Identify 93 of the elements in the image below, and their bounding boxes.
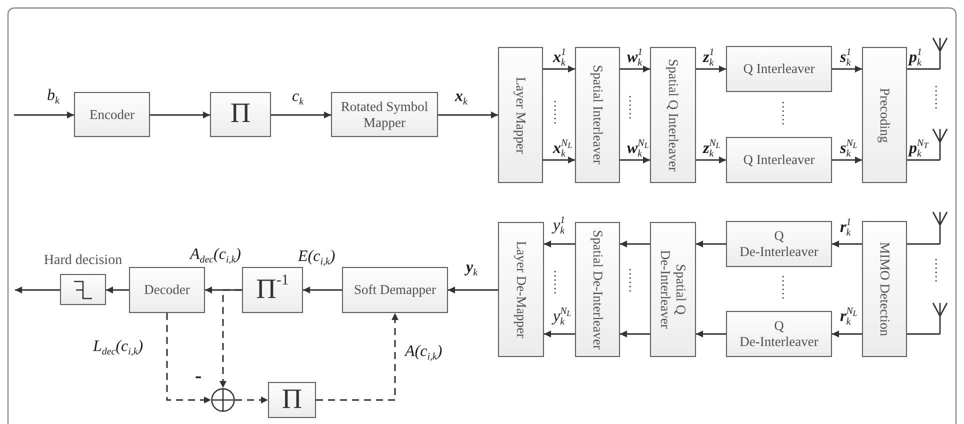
process-box (268, 382, 316, 418)
antenna-icon (932, 302, 948, 334)
minus-sign: - (195, 364, 202, 389)
signal-label: x$_{k}$ (455, 87, 468, 108)
process-box (575, 47, 620, 183)
arrow (832, 240, 862, 248)
box-label: Layer Mapper (512, 76, 528, 154)
connector-line (907, 243, 940, 245)
arrow (438, 112, 498, 118)
ellipsis-dots: ...... (780, 275, 794, 300)
antenna-icon (932, 128, 948, 160)
box-label: Q De-Interleaver (740, 228, 818, 260)
ellipsis-dots: ...... (780, 101, 794, 126)
signal-label: A(c$_{i,k}$) (405, 342, 442, 363)
connector-line (907, 159, 940, 161)
arrow (106, 286, 129, 294)
box-label: Spatial De-Interleaver (590, 230, 606, 350)
arrow (271, 112, 331, 118)
box-label: Layer De-Mapper (513, 240, 529, 338)
signal-label: E(c$_{i,k}$) (298, 247, 336, 268)
box-label: Encoder (90, 106, 134, 122)
arrow (448, 286, 498, 294)
ellipsis-dots: ...... (934, 85, 946, 110)
box-label: Π (230, 99, 251, 130)
box-label: Precoding (876, 88, 892, 142)
arrow (543, 66, 575, 72)
arrow (832, 156, 862, 164)
process-box (242, 267, 303, 313)
box-label: Π$^{-1}$ (256, 274, 289, 306)
box-label: Q Interleaver (743, 152, 815, 168)
feedback-arrow (235, 396, 268, 404)
box-label: Spatial Q Interleaver (665, 58, 681, 172)
signal-label: A$_{dec}$(c$_{i,k}$) (190, 245, 241, 266)
arrow (620, 330, 650, 338)
arrow (696, 156, 726, 164)
signal-label: L$_{dec}$(c$_{i,k}$) (93, 337, 144, 358)
process-box (575, 222, 620, 357)
box-label: Q Interleaver (743, 61, 815, 77)
signal-label: b$_{k}$ (47, 86, 60, 107)
ellipsis-dots: ...... (552, 100, 566, 126)
connector-line (907, 68, 940, 70)
feedback-arrow (316, 313, 398, 401)
box-label: Soft Demapper (354, 282, 436, 298)
feedback-arrow (166, 313, 211, 404)
antenna-icon (932, 37, 948, 69)
arrow (303, 286, 342, 294)
arrow (696, 240, 726, 248)
box-label: Π (282, 384, 302, 416)
connector-line (907, 333, 940, 335)
arrow (832, 66, 862, 72)
ellipsis-dots: ...... (628, 268, 640, 294)
feedback-arrow (220, 289, 242, 388)
arrow (620, 156, 650, 164)
box-label: Spatial Q De-Interleaver (657, 250, 689, 329)
process-box (331, 92, 438, 137)
arrow (150, 112, 210, 118)
box-label: MIMO Detection (876, 242, 892, 336)
process-box (210, 92, 271, 137)
ellipsis-dots: ...... (552, 270, 566, 296)
arrow (696, 330, 726, 338)
ellipsis-dots: ...... (934, 258, 946, 284)
heading-label: Hard decision (44, 253, 122, 268)
arrow (620, 240, 650, 248)
arrow (832, 330, 862, 338)
summing-junction (211, 388, 235, 412)
box-label: Decoder (144, 282, 190, 298)
antenna-icon (932, 211, 948, 244)
process-box (74, 92, 150, 137)
arrow (696, 66, 726, 72)
process-box (342, 267, 448, 313)
process-box (650, 222, 696, 357)
process-box (862, 221, 907, 357)
process-box (129, 267, 205, 313)
arrow (620, 66, 650, 72)
arrow (14, 112, 74, 118)
process-box (862, 47, 907, 183)
process-box (650, 47, 696, 183)
box-label: Rotated Symbol Mapper (340, 98, 428, 130)
arrow (544, 240, 575, 248)
signal-label: y$_{k}$ (466, 258, 478, 279)
arrow (544, 330, 575, 338)
process-box (498, 222, 544, 357)
process-box (726, 137, 832, 183)
arrow (15, 286, 60, 294)
arrow (543, 156, 575, 164)
box-label: Spatial Interleaver (590, 65, 606, 165)
process-box (498, 47, 543, 183)
box-label: Q De-Interleaver (740, 318, 818, 350)
process-box (726, 221, 832, 267)
process-box (726, 46, 832, 92)
ellipsis-dots: ...... (628, 95, 640, 120)
process-box (726, 311, 832, 357)
signal-label: c$_{k}$ (292, 87, 304, 108)
